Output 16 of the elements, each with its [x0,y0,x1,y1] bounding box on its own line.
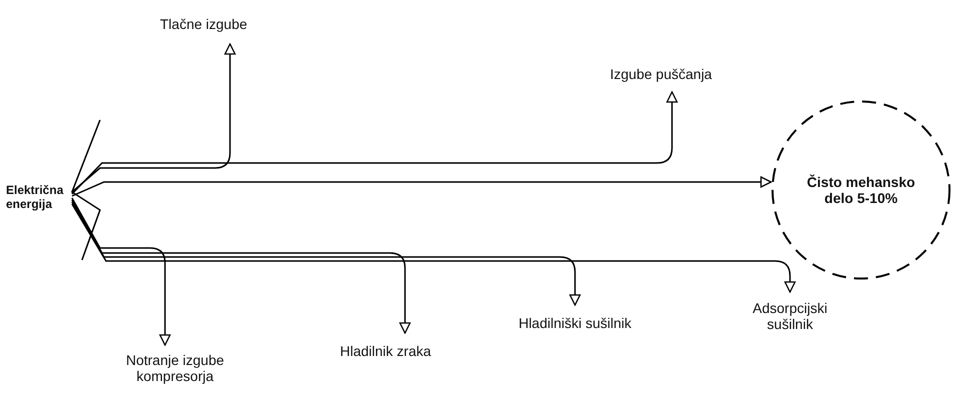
node-label: Električna energija [6,183,64,211]
flow-arrow [71,91,678,195]
flow-arrow [71,204,796,293]
flow-arrow [72,43,236,193]
node-label: Tlačne izgube [160,16,248,32]
dashed-circle [771,100,951,280]
flow-arrow [71,202,581,306]
flow-arrow [71,198,171,346]
node-label: Hladilnik zraka [340,343,432,359]
flow-arrow [72,176,772,197]
node-label: Čisto mehansko delo 5-10% [806,174,916,206]
node-label: Adsorpcijski sušilnik [752,300,828,332]
node-label: Notranje izgube kompresorja [124,352,226,384]
flow-arrow [71,200,411,334]
node-label: Izgube puščanja [610,66,713,82]
node-label: Hladilniški sušilnik [518,315,632,331]
